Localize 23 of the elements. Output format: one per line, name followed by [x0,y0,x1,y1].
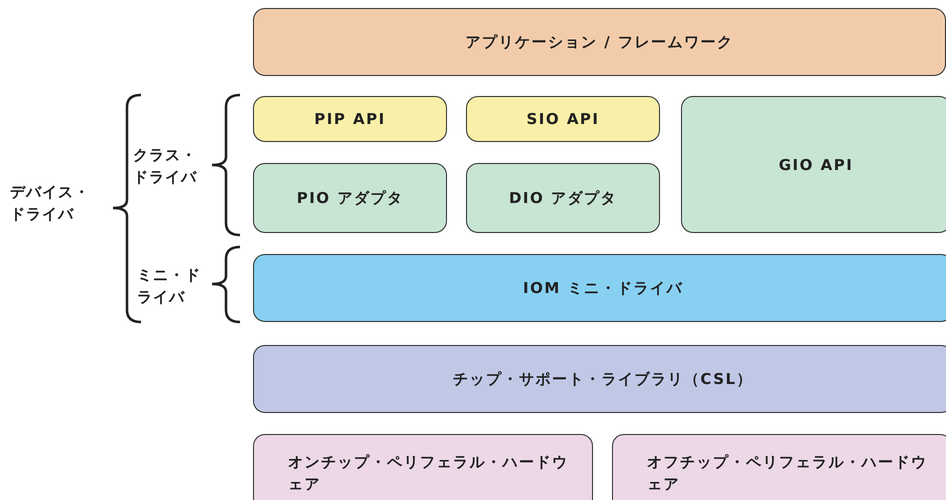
driver-box [253,254,946,322]
layer-label: IOM ミニ・ドライバ [523,278,683,298]
layer-label: オンチップ・ペリフェラル・ハードウェア [288,452,570,495]
layer-label: PIO アダプタ [296,188,404,208]
layer-label: アプリケーション / フレームワーク [466,32,734,52]
library-box [253,345,946,413]
layer-label: チップ・サポート・ライブラリ（CSL） [452,370,754,388]
layer-label: SIO API [526,110,600,128]
api-box [466,96,660,142]
hardware-box [253,434,593,500]
api-box [681,96,946,233]
layer-label: DIO アダプタ [508,188,617,208]
layer-box [253,8,946,76]
layer-label: GIO API [778,156,854,174]
bracket-label: クラス・ドライバ [133,145,198,188]
api-box [253,96,447,142]
adapter-box [466,163,660,233]
adapter-box [253,163,447,233]
bracket-label: デバイス・ドライバ [10,182,91,225]
layer-label: オフチップ・ペリフェラル・ハードウェア [647,452,928,495]
hardware-box [612,434,946,500]
layer-label: PIP API [314,110,386,128]
bracket-label: ミニ・ドライバ [137,265,202,308]
